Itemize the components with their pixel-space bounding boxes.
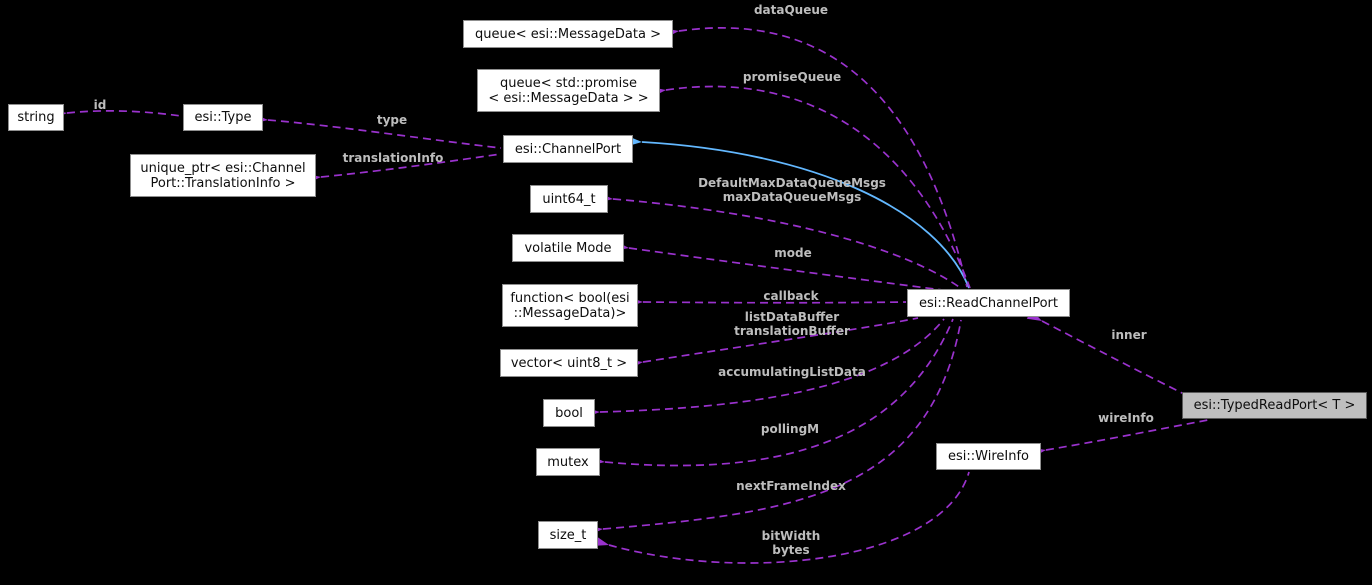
edge-label-bitwidth-bytes: bitWidth bytes [761,529,821,557]
node-esi-type[interactable]: esi::Type [183,104,263,131]
edge-label-nextframeindex: nextFrameIndex [736,479,846,493]
node-esi-channelport[interactable]: esi::ChannelPort [503,135,633,163]
node-vector-uint8-t[interactable]: vector< uint8_t > [500,349,638,377]
edge-inner [1026,309,1187,396]
node-string[interactable]: string [8,104,64,131]
edge-label-callback: callback [763,289,819,303]
edge-label-translationinfo: translationInfo [342,151,444,165]
edge-label-accumulatinglistdata: accumulatingListData [718,365,866,379]
edge-id [52,109,182,120]
edge-label-pollingm: pollingM [760,422,820,436]
node-esi-wireinfo[interactable]: esi::WireInfo [936,443,1041,470]
edge-wireinfo [1030,419,1209,458]
edge-dataqueue [663,27,968,288]
node-queue-promise[interactable]: queue< std::promise < esi::MessageData >… [477,69,660,112]
node-esi-readchannelport[interactable]: esi::ReadChannelPort [907,289,1070,317]
node-esi-typedreadport[interactable]: esi::TypedReadPort< T > [1182,392,1367,419]
edge-label-dataqueue: dataQueue [753,3,829,17]
edge-translationinfo [306,153,502,184]
node-volatile-mode[interactable]: volatile Mode [512,234,624,262]
node-unique-ptr-translationinfo[interactable]: unique_ptr< esi::Channel Port::Translati… [130,154,316,197]
edge-label-promisequeue: promiseQueue [742,70,842,84]
edge-label-maxdataqueuemsgs: DefaultMaxDataQueueMsgs maxDataQueueMsgs [698,176,886,204]
edge-label-inner: inner [1111,328,1147,342]
node-size-t[interactable]: size_t [538,521,598,549]
edge-label-type: type [376,113,408,127]
edge-callback [628,296,907,307]
node-bool[interactable]: bool [543,399,595,427]
edge-label-wireinfo: wireInfo [1098,411,1154,425]
node-function-bool[interactable]: function< bool(esi ::MessageData)> [502,284,638,327]
node-uint64-t[interactable]: uint64_t [530,185,608,213]
edge-label-mode: mode [774,246,812,260]
edge-maxdataqueuemsgs [598,192,963,290]
edge-pollingm [590,318,954,467]
edge-type [253,113,502,149]
edge-accumulatinglistdata [585,318,945,418]
edge-label-listdatabuffer: listDataBuffer translationBuffer [734,310,850,338]
node-queue-messagedata[interactable]: queue< esi::MessageData > [463,20,673,48]
edge-label-id: id [93,98,107,112]
edge-mode [613,241,951,292]
edge-bitwidth-bytes [593,471,970,564]
edge-promisequeue [650,85,971,289]
node-mutex[interactable]: mutex [536,448,600,476]
edge-inheritance-readchannelport-channelport [627,136,970,289]
